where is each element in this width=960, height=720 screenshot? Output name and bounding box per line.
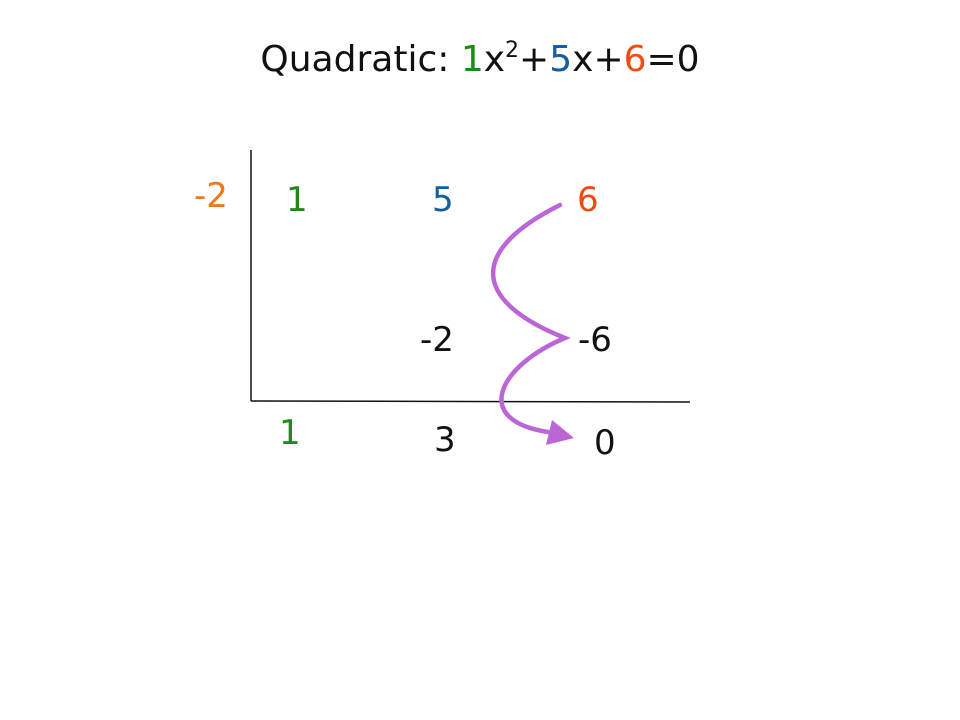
equals-zero: =0 <box>646 39 700 80</box>
root-value: -2 <box>194 176 228 216</box>
row1-coef-a: 1 <box>286 180 308 220</box>
result-value-1: 1 <box>279 413 301 453</box>
row1-coef-c: 6 <box>577 180 599 220</box>
plus-sign: + <box>593 39 624 80</box>
plus-sign: + <box>519 39 550 80</box>
horizontal-divider <box>250 400 691 403</box>
process-arrow-icon <box>490 202 571 435</box>
row2-value-2: -6 <box>578 320 612 360</box>
exponent: 2 <box>505 38 520 63</box>
var-x: x <box>483 39 506 80</box>
coef-b: 5 <box>549 39 573 80</box>
coef-a: 1 <box>460 39 484 80</box>
row2-value-1: -2 <box>420 320 454 360</box>
coef-c: 6 <box>623 39 647 80</box>
arrowhead-icon <box>546 420 574 445</box>
row1-coef-b: 5 <box>432 180 454 220</box>
title-prefix: Quadratic: <box>260 39 461 80</box>
var-x: x <box>572 39 594 80</box>
remainder-value: 0 <box>594 423 616 463</box>
page-title: Quadratic: 1x2+5x+6=0 <box>0 38 960 80</box>
result-value-2: 3 <box>434 420 456 460</box>
